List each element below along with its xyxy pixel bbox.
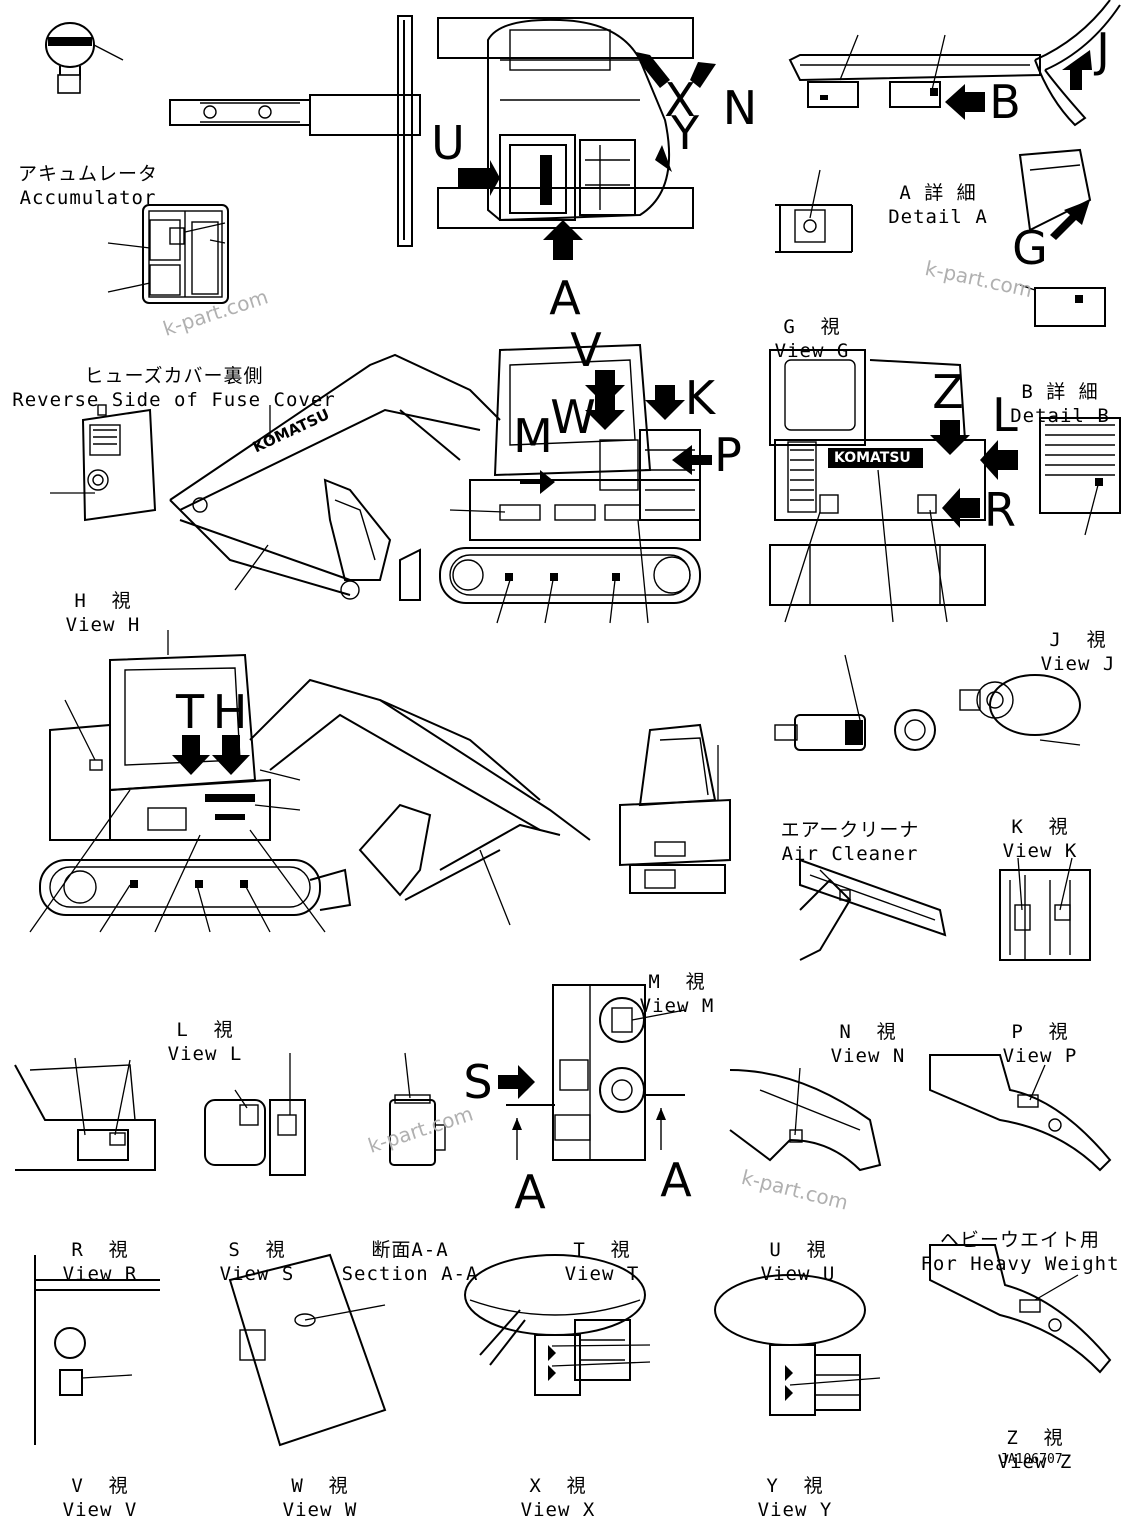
arrow-letter-n: N xyxy=(722,81,758,135)
arrow-letter-g: G xyxy=(1012,221,1048,275)
section-letter-a-left: A xyxy=(514,1165,546,1219)
arrow-letter-s: S xyxy=(463,1055,493,1109)
arrow-letter-p: P xyxy=(714,428,742,482)
arrow-letter-a: A xyxy=(549,271,581,325)
section-letter-a-right: A xyxy=(660,1153,692,1207)
arrow-letter-t: T xyxy=(175,685,205,739)
view-l-drawing xyxy=(29,630,591,933)
accumulator-drawing xyxy=(45,22,124,94)
view-w-drawing xyxy=(228,1253,387,1447)
detail-b-drawing xyxy=(1018,148,1106,327)
view-r-drawing xyxy=(14,1057,156,1171)
view-g-drawing xyxy=(775,169,853,253)
air-cleaner-drawing xyxy=(774,654,936,751)
diagram-drawing xyxy=(14,0,1121,1447)
view-s-drawing xyxy=(204,1053,306,1176)
detail-a-drawing xyxy=(788,0,1121,127)
arrow-letter-x: X xyxy=(664,73,696,127)
arrow-letter-u: U xyxy=(431,116,465,170)
view-u-drawing xyxy=(729,1067,882,1172)
view-j-drawing xyxy=(1039,417,1121,536)
parts-diagram: KOMATSU KOMATSU X N Y U A B J G V W K M … xyxy=(12,0,1121,1521)
main-side-view xyxy=(169,343,712,624)
view-y-drawing xyxy=(714,1274,881,1416)
view-x-drawing xyxy=(464,1254,651,1396)
top-plan-view xyxy=(169,15,716,260)
brand-text-rear: KOMATSU xyxy=(834,450,911,466)
view-z-drawing xyxy=(929,1244,1112,1374)
arrow-letter-r: R xyxy=(984,483,1016,537)
arrow-letter-k: K xyxy=(684,371,716,425)
arrow-letter-b: B xyxy=(989,75,1021,129)
view-t-drawing xyxy=(498,984,686,1161)
arrow-letter-l: L xyxy=(992,388,1018,442)
arrow-letter-h: H xyxy=(212,685,248,739)
arrow-letter-v: V xyxy=(570,323,602,377)
arrow-letter-y: Y xyxy=(670,106,700,160)
arrow-letter-j: J xyxy=(1096,23,1110,77)
rear-view xyxy=(769,349,1018,623)
fuse-cover-drawing xyxy=(107,204,229,304)
view-h-drawing xyxy=(50,404,157,522)
heavy-weight-drawing xyxy=(929,1054,1112,1172)
arrow-letter-w: W xyxy=(550,390,596,444)
view-n-drawing xyxy=(799,858,947,961)
section-aa-drawing xyxy=(389,1052,446,1166)
figure-code: JA106707 xyxy=(1000,1452,1063,1467)
view-m-drawing xyxy=(619,723,731,894)
arrow-letter-z: Z xyxy=(932,365,964,419)
view-p-drawing xyxy=(999,857,1091,961)
view-v-drawing xyxy=(34,1255,160,1445)
arrow-letter-m: M xyxy=(513,409,553,463)
view-k-drawing xyxy=(959,674,1081,746)
